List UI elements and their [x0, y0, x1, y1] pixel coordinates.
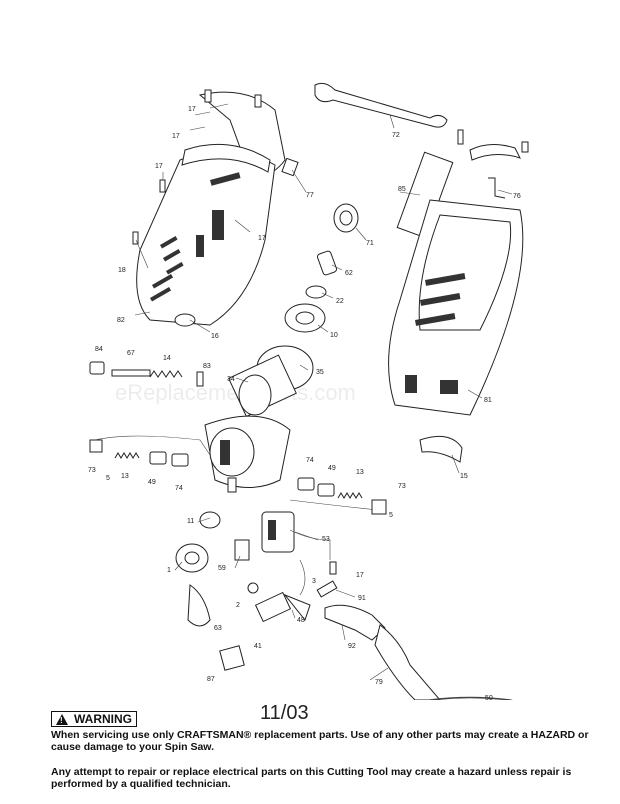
part-15	[419, 435, 463, 463]
housing-left-part	[132, 89, 286, 327]
clip-top	[469, 144, 521, 161]
armature-part	[204, 345, 314, 493]
callout-17: 17	[258, 235, 266, 242]
callout-53: 53	[322, 536, 330, 543]
callout-92: 92	[348, 643, 356, 650]
callout-74: 74	[175, 485, 183, 492]
warning-paragraph-electrical-repair: Any attempt to repair or replace electri…	[51, 766, 572, 790]
part-84	[89, 361, 105, 375]
part-22	[305, 285, 327, 299]
callout-17: 17	[172, 133, 180, 140]
callout-10: 10	[330, 332, 338, 339]
part-63	[187, 584, 211, 627]
callout-63: 63	[214, 625, 222, 632]
callout-85: 85	[398, 186, 406, 193]
wire-right	[289, 499, 386, 511]
part-49-right	[317, 483, 335, 497]
callout-49: 49	[328, 465, 336, 472]
date-code: 11/03	[260, 702, 309, 724]
callout-59: 59	[218, 565, 226, 572]
callout-1: 1	[167, 567, 171, 574]
part-74-right	[297, 477, 315, 491]
part-10	[284, 303, 326, 333]
part-59	[234, 539, 250, 561]
callout-41: 41	[254, 643, 262, 650]
callout-3: 3	[312, 578, 316, 585]
part-62	[317, 250, 337, 276]
callout-74: 74	[306, 457, 314, 464]
part-85	[396, 151, 454, 239]
part-17-screw	[329, 561, 337, 575]
spring-13-left	[114, 452, 140, 459]
spring-13-right	[337, 492, 363, 499]
callout-labels: 17 17 17 17 18 82 16 72 77 85 76 71 62 2…	[88, 106, 521, 700]
part-41	[254, 591, 292, 623]
callout-11: 11	[187, 518, 194, 525]
callout-82: 82	[117, 317, 125, 324]
part-77	[281, 157, 299, 177]
callout-17: 17	[188, 106, 196, 113]
callout-34: 34	[227, 376, 235, 383]
callout-79: 79	[375, 679, 383, 686]
part-83	[196, 371, 204, 387]
callout-16: 16	[211, 333, 219, 340]
part-71	[333, 203, 359, 233]
callout-49: 49	[148, 479, 156, 486]
callout-83: 83	[203, 363, 211, 370]
part-67	[111, 369, 151, 377]
callout-5: 5	[106, 475, 110, 482]
callout-73: 73	[88, 467, 96, 474]
part-79-boot	[374, 624, 441, 700]
callout-17: 17	[155, 163, 163, 170]
exploded-parts-diagram: eReplacementParts.com	[88, 82, 529, 700]
warning-triangle-icon: !	[56, 713, 68, 725]
callout-87: 87	[207, 676, 215, 683]
callout-35: 35	[316, 369, 324, 376]
callout-13: 13	[121, 473, 129, 480]
part-76	[488, 177, 506, 199]
part-2	[247, 582, 259, 594]
part-1	[175, 543, 209, 573]
part-11	[199, 511, 221, 529]
callout-91: 91	[358, 595, 366, 602]
spring-14	[149, 370, 183, 378]
callout-76: 76	[513, 193, 521, 200]
part-49-left	[149, 451, 167, 465]
callout-81: 81	[484, 397, 492, 404]
callout-67: 67	[127, 350, 135, 357]
warning-label: WARNING	[74, 712, 132, 726]
warning-paragraph-replacement-parts: When servicing use only CRAFTSMAN® repla…	[51, 729, 589, 753]
callout-84: 84	[95, 346, 103, 353]
callout-22: 22	[336, 298, 344, 305]
part-53	[261, 511, 295, 553]
callout-2: 2	[236, 602, 240, 609]
warning-badge: ! WARNING	[51, 711, 137, 727]
callout-17: 17	[356, 572, 364, 579]
leader-lines	[134, 103, 513, 681]
callout-18: 18	[118, 267, 126, 274]
part-74-left	[171, 453, 189, 467]
part-92	[324, 604, 386, 641]
housing-right-part	[388, 199, 524, 416]
power-cord	[429, 696, 513, 700]
callout-5: 5	[389, 512, 393, 519]
callout-73: 73	[398, 483, 406, 490]
callout-72: 72	[392, 132, 400, 139]
callout-50: 50	[485, 695, 493, 700]
callout-62: 62	[345, 270, 353, 277]
wrench-part	[314, 82, 448, 128]
wire-left	[94, 435, 211, 456]
callout-13: 13	[356, 469, 364, 476]
callout-48: 48	[297, 617, 305, 624]
part-87	[219, 645, 245, 671]
callout-15: 15	[460, 473, 468, 480]
callout-14: 14	[163, 355, 171, 362]
part-91	[316, 580, 338, 598]
callout-77: 77	[306, 192, 314, 199]
callout-71: 71	[366, 240, 374, 247]
part-48	[283, 593, 311, 622]
